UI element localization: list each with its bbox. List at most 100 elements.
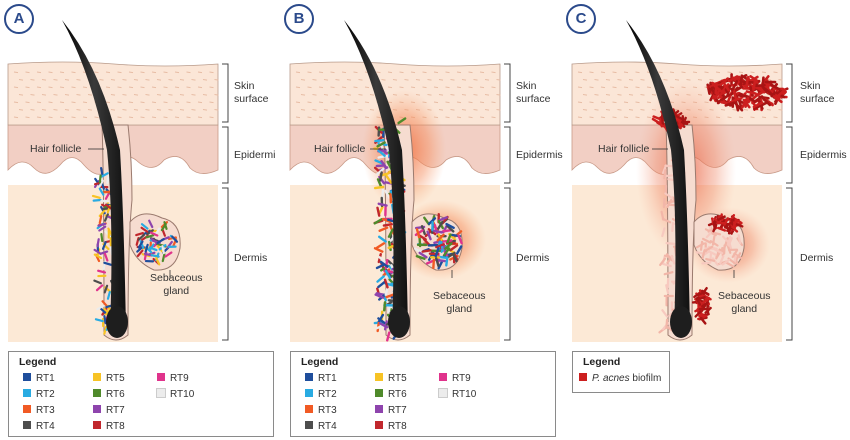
layer-bracket [222, 187, 229, 341]
bacteria-rod [426, 230, 432, 241]
surface-texture [594, 79, 599, 81]
bacteria-rod [93, 253, 103, 260]
surface-texture [300, 79, 306, 81]
bacteria-rod [91, 194, 101, 199]
legend-swatch [93, 389, 101, 398]
bacteria-rod [378, 226, 389, 232]
surface-texture [364, 101, 370, 104]
surface-texture [766, 109, 772, 111]
bacteria-rod [94, 318, 104, 323]
surface-texture [438, 109, 444, 111]
surface-texture [64, 94, 70, 96]
bacteria-rod [148, 246, 158, 252]
biofilm-rod [696, 296, 706, 301]
surface-texture [491, 101, 496, 104]
surface-texture [168, 109, 173, 111]
legend-title: Legend [19, 356, 57, 368]
surface-texture [197, 101, 203, 104]
bacteria-rod [385, 293, 395, 299]
legend-item: RT9 [157, 373, 189, 385]
surface-texture [59, 86, 65, 89]
legend-item: RT2 [23, 389, 55, 401]
surface-texture [41, 79, 47, 81]
surface-texture [646, 86, 652, 89]
biofilm-rod [729, 97, 741, 104]
legend-item: RT6 [375, 389, 407, 401]
surface-texture [433, 71, 439, 74]
biofilm-rod [727, 225, 732, 235]
biofilm-rod [762, 97, 772, 107]
surface-texture [353, 116, 358, 119]
surface-texture [577, 101, 583, 104]
bacteria-rod [149, 231, 159, 237]
surface-texture [387, 86, 393, 89]
surface-texture [335, 109, 340, 111]
bacteria-rod [376, 206, 381, 217]
bacteria-rod [100, 172, 109, 178]
legend-swatch [375, 405, 383, 414]
bacteria-rod [161, 245, 165, 255]
surface-texture [99, 79, 104, 81]
biofilm-rod [700, 289, 710, 296]
legend-item: RT4 [305, 421, 337, 433]
legend-panel-a: Legend RT1 RT2 RT3 RT4 RT5 RT6 RT7 RT8 R… [8, 351, 274, 437]
surface-texture [600, 101, 606, 104]
surface-texture [473, 94, 478, 96]
surface-texture [704, 71, 709, 74]
surface-texture [76, 109, 81, 111]
surface-texture [484, 79, 490, 81]
surface-texture [13, 101, 19, 104]
surface-texture [13, 71, 19, 74]
surface-texture [635, 86, 640, 89]
surface-texture [59, 116, 65, 119]
bacteria-rod [711, 235, 716, 246]
surface-texture [612, 86, 617, 89]
surface-texture [346, 94, 352, 96]
surface-texture [133, 79, 139, 81]
surface-texture [623, 116, 629, 119]
bacteria-rod [434, 247, 440, 258]
surface-texture [64, 79, 70, 81]
surface-texture [438, 94, 444, 96]
skin-panel [571, 20, 793, 342]
surface-texture [168, 94, 173, 96]
bacteria-rod [164, 251, 173, 258]
surface-texture [605, 79, 611, 81]
surface-texture [750, 116, 755, 119]
layer-bracket [786, 187, 793, 341]
biofilm-rod [656, 121, 665, 128]
surface-texture [663, 79, 668, 81]
surface-texture [341, 71, 347, 74]
legend-item: RT3 [305, 405, 337, 417]
legend-item: RT5 [93, 373, 125, 385]
bacteria-rod [106, 290, 111, 300]
surface-texture [358, 79, 363, 81]
panel-b-skin-surface-label: Skin surface [516, 80, 551, 105]
bacteria-rod [701, 237, 712, 244]
bacteria-rod [451, 252, 458, 263]
surface-texture [214, 79, 219, 81]
surface-texture [761, 71, 767, 74]
surface-texture [25, 101, 30, 104]
surface-texture [750, 71, 755, 74]
bacteria-rod [445, 256, 449, 267]
bacteria-rod [385, 174, 393, 184]
surface-texture [445, 116, 450, 119]
surface-texture [48, 116, 53, 119]
surface-texture [87, 94, 93, 96]
bacteria-rod [661, 262, 672, 268]
legend-item: RT2 [305, 389, 337, 401]
panel-b-sebaceous-gland-label: Sebaceous gland [433, 290, 486, 315]
layer-bracket [504, 187, 511, 341]
surface-texture [617, 94, 622, 96]
surface-texture [197, 86, 203, 89]
biofilm-rod [708, 85, 717, 96]
surface-texture [202, 79, 208, 81]
surface-texture [209, 101, 214, 104]
bacteria-rod [375, 242, 386, 249]
surface-texture [778, 79, 783, 81]
legend-swatch [23, 421, 31, 430]
bacteria-rod [663, 271, 674, 276]
bacteria-rod [397, 117, 407, 125]
surface-texture [128, 116, 134, 119]
